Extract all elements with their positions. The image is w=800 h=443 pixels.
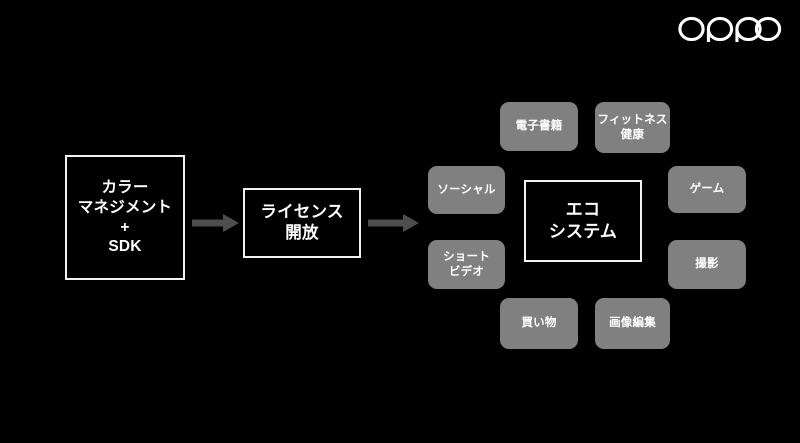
ecosystem-item-shopping: 買い物: [500, 298, 578, 349]
oppo-logo: [678, 12, 782, 46]
ecosystem-item-camera: 撮影: [668, 240, 746, 289]
ecosystem-item-ebook: 電子書籍: [500, 102, 578, 151]
ecosystem-item-fitness-health: フィットネス 健康: [595, 102, 670, 153]
node-color-management: カラー マネジメント + SDK: [65, 155, 185, 280]
arrow-right-icon-2: [368, 212, 420, 234]
ecosystem-item-short-video: ショート ビデオ: [428, 240, 505, 289]
arrow-right-icon-1: [192, 212, 240, 234]
node-ecosystem: エコ システム: [524, 180, 642, 262]
node-license-opening: ライセンス 開放: [243, 188, 361, 258]
ecosystem-item-image-editing: 画像編集: [595, 298, 670, 349]
ecosystem-item-game: ゲーム: [668, 166, 746, 213]
ecosystem-item-social: ソーシャル: [428, 166, 505, 214]
